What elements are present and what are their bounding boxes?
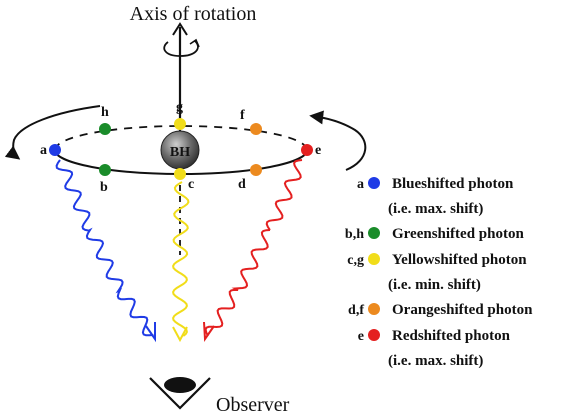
point-a-marker	[49, 144, 61, 156]
axis-arrow-icon	[172, 22, 188, 36]
point-a-label: a	[40, 143, 47, 158]
point-c-label: c	[188, 177, 194, 192]
legend-key-0: a	[357, 177, 364, 192]
point-e-label: e	[315, 143, 321, 158]
point-c-marker	[174, 168, 186, 180]
point-d-marker	[250, 164, 262, 176]
legend-line1-1: Greenshifted photon	[392, 226, 524, 242]
rotation-swirl-icon	[163, 40, 199, 57]
point-d-label: d	[238, 177, 246, 192]
point-b-label: b	[100, 180, 108, 195]
legend-dot-0	[368, 177, 380, 189]
legend-dot-3	[368, 303, 380, 315]
point-e-marker	[301, 144, 313, 156]
point-g-marker	[174, 118, 186, 130]
blue-photon-path	[55, 159, 154, 337]
legend-line2-0: (i.e. max. shift)	[388, 201, 483, 217]
yellow-photon-path	[172, 181, 190, 337]
legend-key-1: b,h	[345, 227, 364, 242]
legend-dot-2	[368, 253, 380, 265]
blue-photon-arrowhead-icon	[145, 322, 156, 343]
point-h-marker	[99, 123, 111, 135]
yellow-photon-arrowhead-icon	[172, 326, 188, 343]
legend-line2-4: (i.e. max. shift)	[388, 353, 483, 369]
legend-line1-4: Redshifted photon	[392, 328, 511, 344]
rotation-swirl-arrowhead-icon	[189, 38, 200, 48]
legend-line2-2: (i.e. min. shift)	[388, 277, 481, 293]
legend-line1-0: Blueshifted photon	[392, 176, 514, 192]
red-photon-arrowhead-icon	[203, 321, 215, 342]
point-f-label: f	[240, 108, 245, 123]
axis-of-rotation-label: Axis of rotation	[130, 3, 257, 25]
point-h-label: h	[101, 105, 109, 120]
orbit-back-half	[54, 125, 308, 151]
legend-dot-1	[368, 227, 380, 239]
left-rotation-arrow	[4, 105, 101, 160]
point-b-marker	[99, 164, 111, 176]
legend-line1-3: Orangeshifted photon	[392, 302, 533, 318]
legend-key-3: d,f	[348, 303, 364, 318]
point-f-marker	[250, 123, 262, 135]
legend-dot-4	[368, 329, 380, 341]
legend: a Blueshifted photon (i.e. max. shift) b,h G…	[345, 176, 533, 369]
observer-label: Observer	[216, 394, 290, 416]
right-rotation-arrow	[309, 110, 367, 171]
legend-key-2: c,g	[347, 253, 364, 268]
observer-eye-icon	[149, 377, 211, 410]
black-hole-label: BH	[170, 145, 190, 160]
legend-key-4: e	[358, 329, 364, 344]
legend-line1-2: Yellowshifted photon	[392, 252, 527, 268]
point-g-label: g	[176, 100, 183, 115]
red-photon-path	[204, 159, 303, 337]
